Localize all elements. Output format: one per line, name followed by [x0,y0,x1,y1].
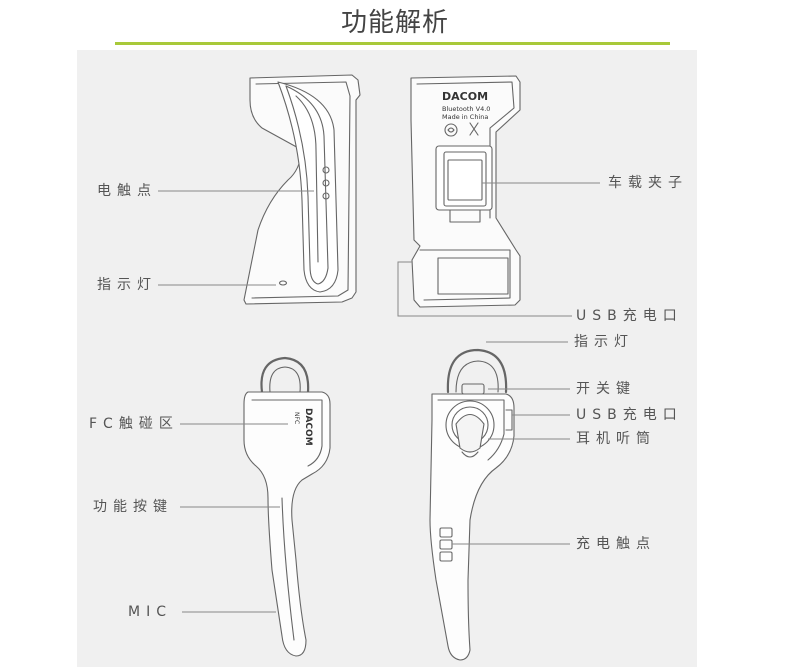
label-usb-port-right: USB充电口 [576,407,683,423]
header: 功能解析 [0,0,790,50]
label-electric-contact: 电触点 [97,183,157,199]
dock-side-view [243,74,361,305]
earpiece-branding: DACOM NFC [293,408,313,446]
bluetooth-version-text: Bluetooth V4.0 [442,105,490,113]
dock-back-view [410,75,521,308]
label-mic: MIC [128,604,172,620]
title-underline [115,42,670,45]
label-function-key: 功能按键 [93,499,173,515]
label-car-clip: 车载夹子 [608,175,688,191]
side-brand-text: DACOM [303,408,313,446]
label-power-switch: 开关键 [576,381,636,397]
label-indicator-right: 指示灯 [574,334,634,350]
label-charge-contact: 充电触点 [576,536,656,552]
dock-branding: DACOM Bluetooth V4.0 Made in China [442,90,490,121]
brand-logo-text: DACOM [442,90,488,103]
label-usb-port-top: USB充电口 [576,308,683,324]
label-earpiece: 耳机听筒 [576,431,656,447]
page-title: 功能解析 [340,8,449,38]
earpiece-speaker-side [429,348,515,661]
earpiece-nfc-side [243,356,331,657]
side-nfc-text: NFC [293,412,300,424]
diagram-background [77,50,697,667]
label-nfc-area: FC触碰区 [89,416,179,432]
made-in-text: Made in China [442,113,488,121]
leader-lines [158,182,600,613]
label-indicator-left: 指示灯 [97,277,157,293]
